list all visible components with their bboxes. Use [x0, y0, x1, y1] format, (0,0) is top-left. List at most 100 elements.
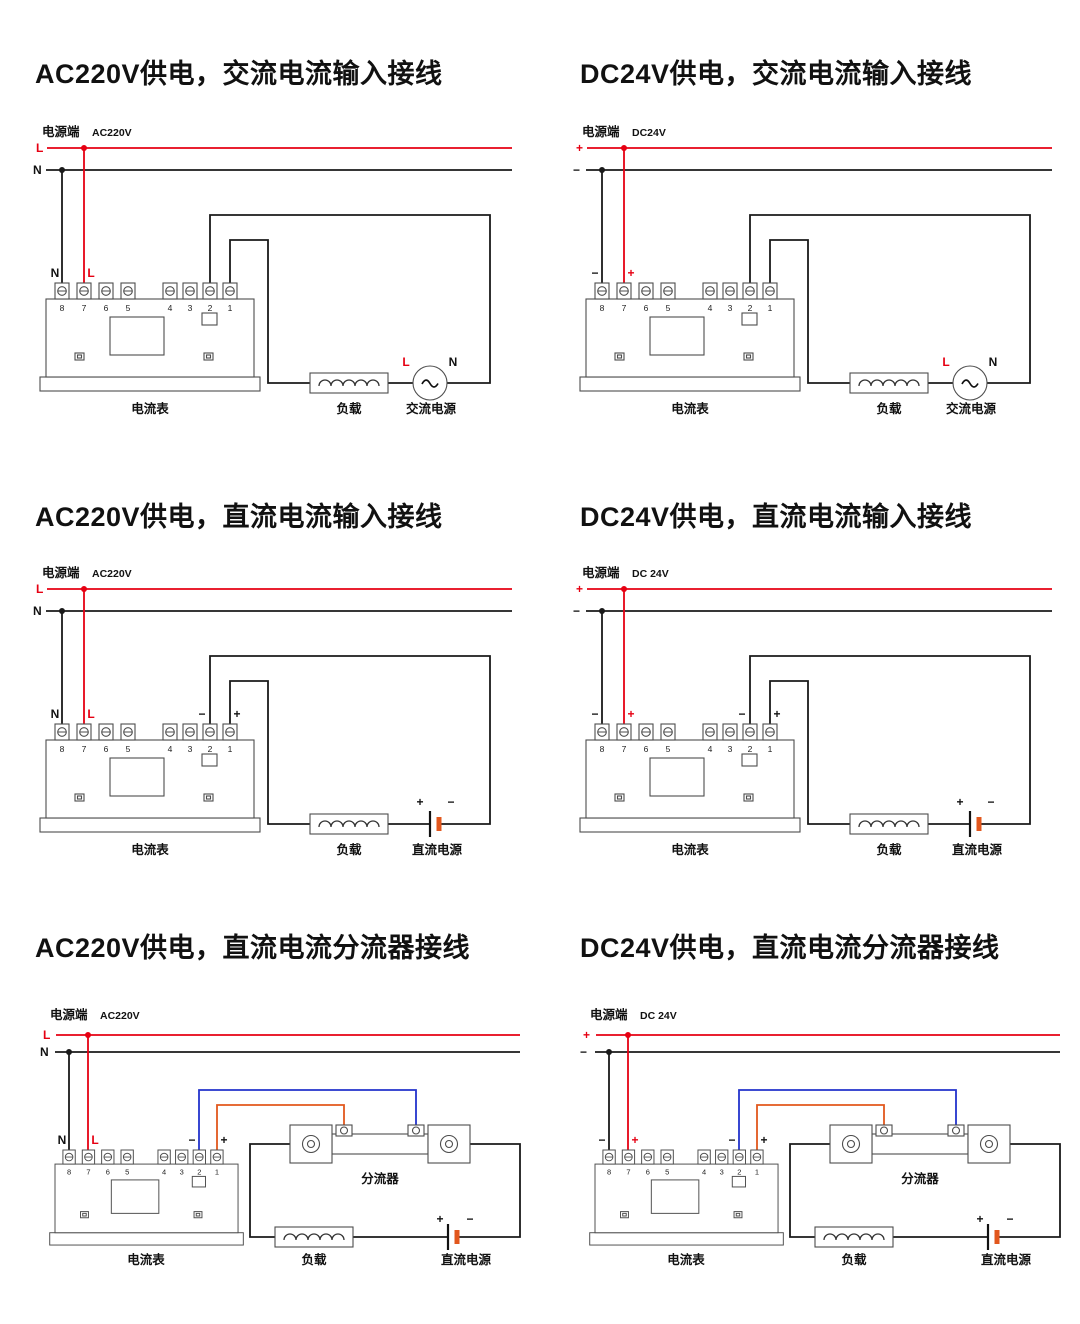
current-loop-wire-b — [769, 680, 851, 825]
power-value: DC 24V — [640, 1010, 677, 1022]
source-terminal-b-label: N — [989, 355, 998, 369]
ammeter-symbol — [40, 724, 260, 832]
line1-label: + — [583, 1028, 590, 1042]
power-value: DC 24V — [632, 568, 669, 580]
meter-caption: 电流表 — [671, 401, 709, 416]
ammeter-symbol — [590, 1150, 784, 1245]
battery-symbol — [448, 1224, 457, 1250]
load-caption: 负载 — [841, 1252, 867, 1267]
shunt-to-load-wire — [249, 1143, 290, 1238]
line2-label: N — [33, 163, 42, 177]
junction-dot — [85, 1032, 91, 1038]
shunt-symbol — [289, 1124, 471, 1164]
wiring-diagram-5: 电源端 AC220V L N N L − + + − 电流表 分流器 负载 直流… — [40, 1007, 521, 1267]
ac-source-symbol — [412, 365, 448, 401]
source-terminal-a-label: L — [402, 355, 409, 369]
terminal7-label: L — [91, 1133, 98, 1147]
diagram-cell-6: DC24V供电，直流电流分流器接线 电源端 DC 24V + − − + − +… — [540, 882, 1080, 1323]
load-symbol — [309, 372, 389, 394]
load-symbol — [849, 813, 929, 835]
power-terminal-label: 电源端 — [50, 1007, 88, 1022]
terminal8-label: N — [58, 1133, 67, 1147]
load-caption: 负载 — [336, 842, 362, 857]
source-terminal-a-label: L — [942, 355, 949, 369]
battery-to-shunt-wire — [997, 1143, 1061, 1238]
battery-symbol — [970, 811, 979, 837]
battery-to-shunt-wire — [457, 1143, 521, 1238]
line1-label: L — [43, 1028, 50, 1042]
ammeter-symbol — [40, 283, 260, 391]
diagram-title-6: DC24V供电，直流电流分流器接线 — [580, 933, 1000, 963]
source-caption: 直流电源 — [952, 842, 1003, 857]
junction-dot — [59, 167, 65, 173]
line2-label: − — [573, 163, 580, 177]
load-caption: 负载 — [301, 1252, 327, 1267]
wiring-diagram-3: 电源端 AC220V L N N L − + + − 电流表 负载 直流电源 — [33, 565, 512, 857]
terminal2-label: − — [738, 707, 745, 721]
ammeter-symbol — [50, 1150, 244, 1245]
sense-wire-red — [216, 1104, 345, 1151]
meter-caption: 电流表 — [131, 401, 169, 416]
meter-caption: 电流表 — [667, 1252, 705, 1267]
current-loop-wire-b — [769, 239, 851, 384]
load-caption: 负载 — [336, 401, 362, 416]
power-terminal-label: 电源端 — [590, 1007, 628, 1022]
terminal7-label: + — [631, 1133, 638, 1147]
ac-source-symbol — [952, 365, 988, 401]
wiring-diagram-1: 电源端 AC220V L N N L L N 电流表 负载 交流电源 — [33, 124, 512, 416]
diagram-cell-3: AC220V供电，直流电流输入接线 电源端 AC220V L N N L − +… — [0, 441, 540, 882]
source-terminal-b-label: − — [987, 795, 994, 809]
power-terminal-label: 电源端 — [582, 565, 620, 580]
terminal2-label: − — [188, 1133, 195, 1147]
terminal8-label: N — [51, 707, 60, 721]
power-value: DC24V — [632, 127, 666, 139]
line2-label: N — [33, 604, 42, 618]
source-caption: 交流电源 — [946, 401, 997, 416]
source-terminal-a-label: + — [956, 795, 963, 809]
source-caption: 直流电源 — [441, 1252, 492, 1267]
terminal8-label: − — [591, 266, 598, 280]
meter-caption: 电流表 — [671, 842, 709, 857]
terminal8-label: N — [51, 266, 60, 280]
diagram-title-3: AC220V供电，直流电流输入接线 — [35, 502, 443, 532]
source-terminal-a-label: + — [436, 1212, 443, 1226]
load-caption: 负载 — [876, 401, 902, 416]
power-terminal-label: 电源端 — [42, 565, 80, 580]
source-caption: 交流电源 — [406, 401, 457, 416]
junction-dot — [621, 586, 627, 592]
ammeter-symbol — [580, 283, 800, 391]
junction-dot — [606, 1049, 612, 1055]
load-symbol — [814, 1226, 894, 1248]
diagram-title-5: AC220V供电，直流电流分流器接线 — [35, 933, 471, 963]
line1-label: + — [576, 141, 583, 155]
terminal7-label: L — [87, 707, 94, 721]
line2-label: − — [580, 1045, 587, 1059]
current-loop-wire-b — [229, 680, 311, 825]
sense-wire-blue — [198, 1089, 417, 1151]
junction-dot — [59, 608, 65, 614]
terminal2-label: − — [728, 1133, 735, 1147]
terminal7-label: L — [87, 266, 94, 280]
meter-caption: 电流表 — [131, 842, 169, 857]
load-symbol — [309, 813, 389, 835]
line1-label: + — [576, 582, 583, 596]
current-loop-wire-a — [209, 655, 491, 825]
current-loop-wire-a — [749, 214, 1031, 384]
load-symbol — [849, 372, 929, 394]
power-terminal-label: 电源端 — [582, 124, 620, 139]
sense-wire-red — [756, 1104, 885, 1151]
junction-dot — [599, 608, 605, 614]
terminal1-label: + — [220, 1133, 227, 1147]
ammeter-symbol — [580, 724, 800, 832]
source-terminal-b-label: − — [447, 795, 454, 809]
source-terminal-b-label: − — [1006, 1212, 1013, 1226]
diagram-cell-5: AC220V供电，直流电流分流器接线 电源端 AC220V L N N L − … — [0, 882, 540, 1323]
current-loop-wire-a — [209, 214, 491, 384]
junction-dot — [599, 167, 605, 173]
wiring-diagram-4: 电源端 DC 24V + − − + − + + − 电流表 负载 直流电源 — [573, 565, 1052, 857]
power-terminal-label: 电源端 — [42, 124, 80, 139]
junction-dot — [621, 145, 627, 151]
current-loop-wire-b — [229, 239, 311, 384]
diagram-cell-1: AC220V供电，交流电流输入接线 电源端 AC220V L N N L L N… — [0, 0, 540, 441]
